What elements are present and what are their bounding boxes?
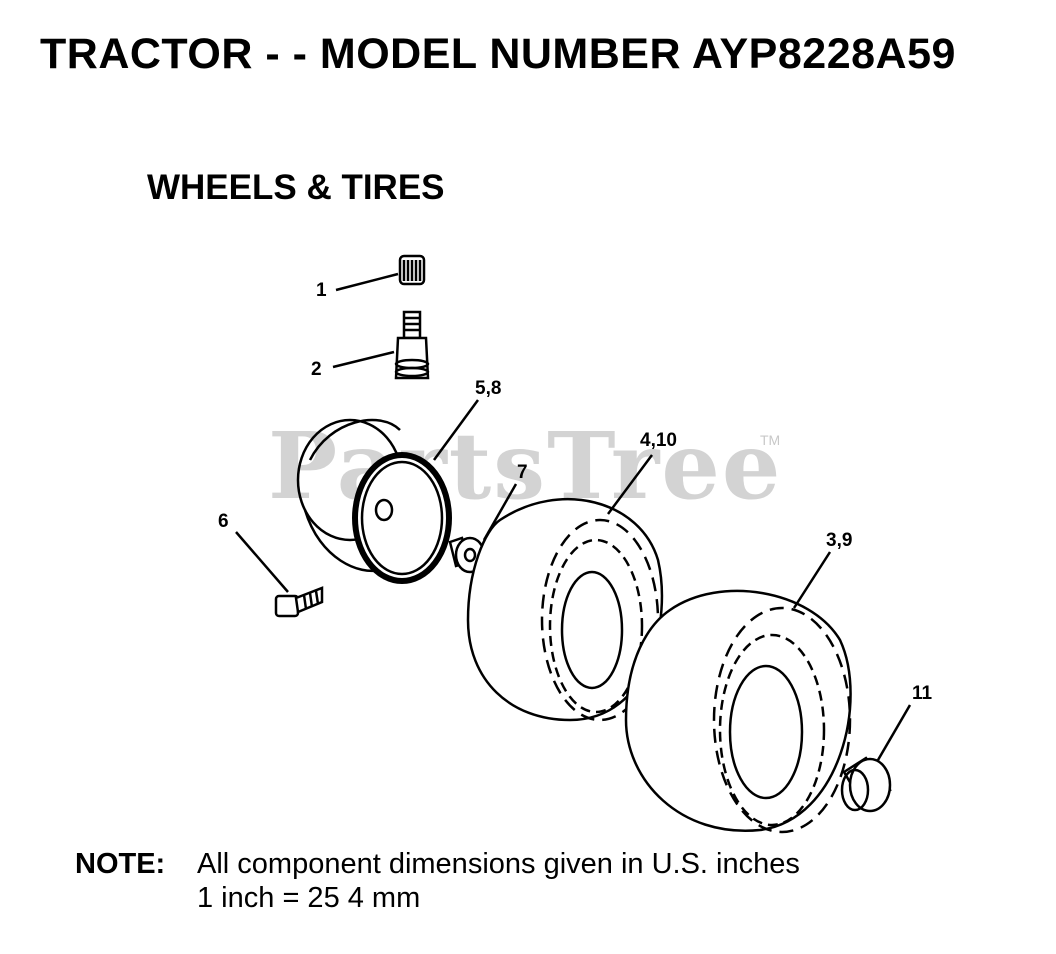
valve-cap-part[interactable]	[398, 254, 426, 286]
callout-11: 11	[912, 683, 933, 704]
leader-line-6	[235, 531, 289, 593]
callout-5-8: 5,8	[475, 378, 501, 399]
grease-fitting-part[interactable]	[274, 586, 324, 618]
note-label: NOTE:	[75, 848, 166, 880]
tire-rear-part[interactable]	[624, 589, 852, 834]
note-text-line-2: 1 inch = 25 4 mm	[197, 882, 421, 914]
leader-line-3-9	[792, 551, 832, 609]
callout-7: 7	[517, 462, 528, 483]
valve-stem-part[interactable]	[394, 310, 430, 380]
callout-6: 6	[218, 511, 229, 532]
leader-line-4-10	[606, 454, 654, 515]
watermark-trademark: TM	[760, 432, 781, 448]
wheel-rim-part[interactable]	[296, 418, 452, 584]
leader-line-5-8	[432, 399, 480, 461]
callout-1: 1	[316, 280, 327, 301]
callout-3-9: 3,9	[826, 530, 852, 551]
section-title: WHEELS & TIRES	[147, 168, 445, 207]
leader-line-11	[876, 704, 912, 761]
callout-4-10: 4,10	[640, 430, 677, 451]
leader-line-2	[332, 350, 395, 369]
hub-cap-part[interactable]	[840, 756, 892, 813]
leader-line-1	[335, 272, 399, 292]
page-title: TRACTOR - - MODEL NUMBER AYP8228A59	[40, 30, 956, 78]
callout-2: 2	[311, 359, 322, 380]
note-text-line-1: All component dimensions given in U.S. i…	[197, 848, 800, 880]
